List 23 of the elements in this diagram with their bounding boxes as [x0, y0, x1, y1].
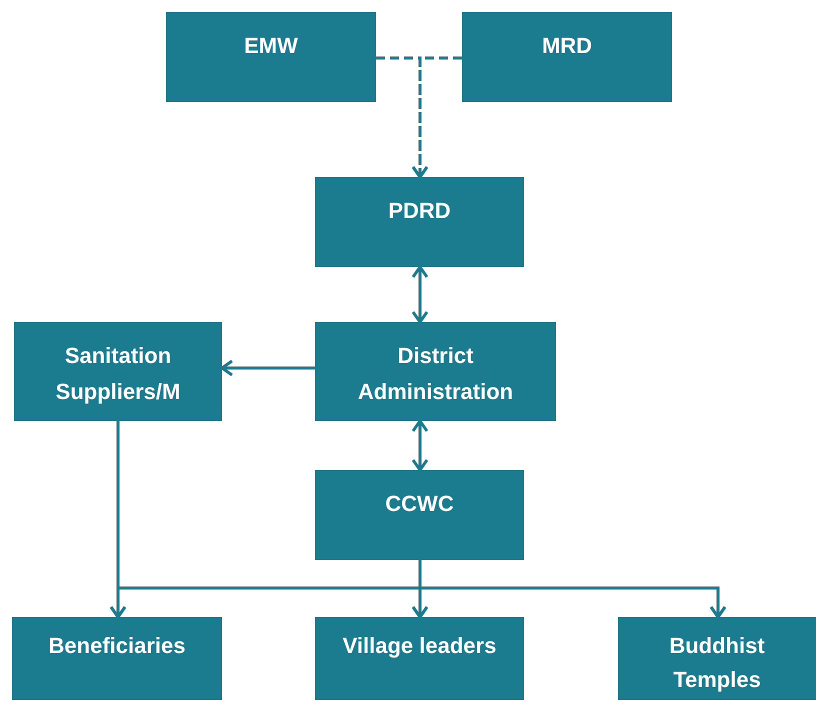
box-label: Buddhist Temples: [669, 633, 765, 692]
box-label: District Administration: [358, 343, 514, 404]
arrow: [412, 266, 428, 324]
box-label: Village leaders: [342, 633, 496, 658]
process-box: [315, 470, 524, 560]
box-label: MRD: [542, 33, 592, 58]
arrow: [220, 360, 315, 376]
process-box: [618, 617, 816, 700]
box-label: PDRD: [388, 198, 451, 223]
box-label: CCWC: [385, 491, 454, 516]
process-box: [166, 12, 376, 102]
box-label: EMW: [244, 33, 298, 58]
box-label: Sanitation Suppliers/M: [56, 343, 180, 404]
arrow: [412, 56, 462, 178]
process-box: [14, 322, 222, 421]
process-box: [315, 617, 524, 700]
process-box: [315, 322, 556, 421]
arrow: [412, 420, 428, 472]
process-box: [12, 617, 222, 700]
process-box: [462, 12, 672, 102]
arrow: [418, 560, 726, 618]
box-label: Beneficiaries: [48, 633, 186, 658]
process-box: [315, 177, 524, 267]
